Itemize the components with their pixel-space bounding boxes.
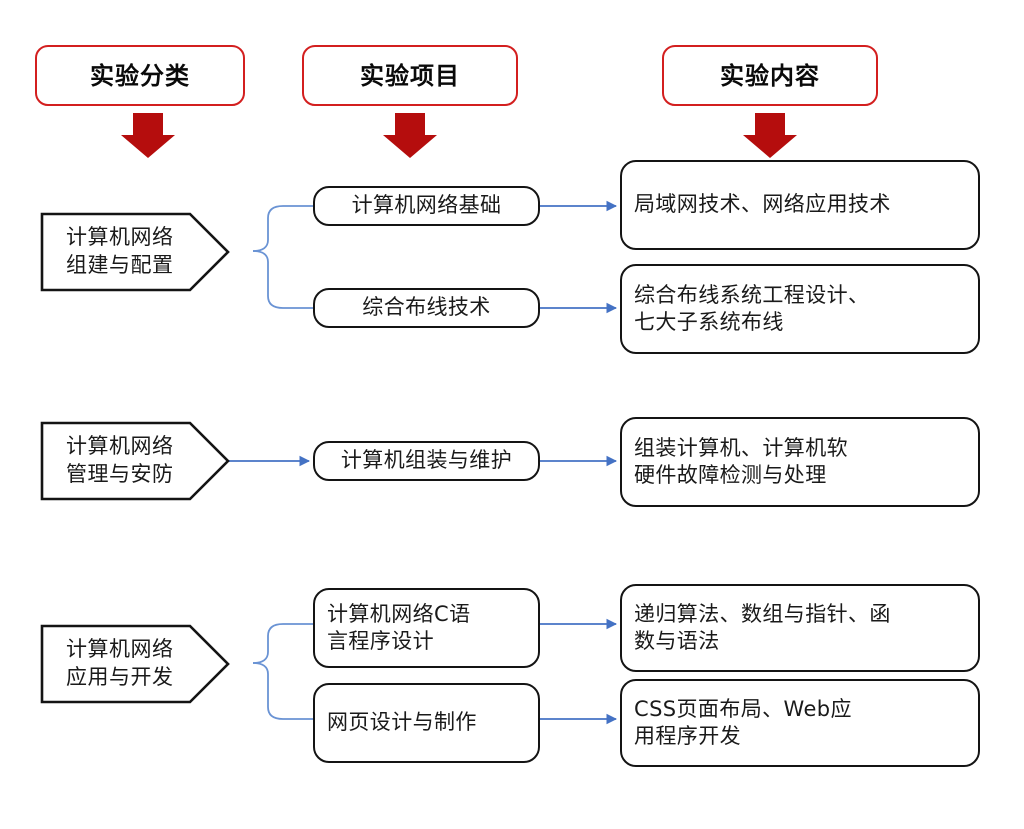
content-label-css-web: CSS页面布局、Web应 用程序开发 (634, 696, 966, 751)
content-label-lan-tech: 局域网技术、网络应用技术 (634, 192, 891, 217)
content-label-cabling-design: 综合布线系统工程设计、 七大子系统布线 (634, 282, 966, 337)
category-shape-network-manage[interactable]: 计算机网络 管理与安防 (40, 421, 230, 501)
header-box-classification[interactable]: 实验分类 (35, 45, 245, 106)
content-label-algorithms: 递归算法、数组与指针、函 数与语法 (634, 601, 966, 656)
project-box-network-basics[interactable]: 计算机网络基础 (313, 186, 540, 226)
down-arrow-icon-content (743, 113, 797, 158)
category-line-1: 计算机网络 (66, 434, 174, 459)
content-line-2: 硬件故障检测与处理 (634, 463, 827, 487)
project-label-network-basics: 计算机网络基础 (351, 193, 502, 218)
category-line-2: 管理与安防 (66, 462, 174, 486)
project-line-2: 言程序设计 (327, 629, 434, 653)
content-box-algorithms[interactable]: 递归算法、数组与指针、函 数与语法 (620, 584, 980, 672)
header-label-content: 实验内容 (720, 61, 820, 90)
project-label-web-design: 网页设计与制作 (327, 710, 477, 735)
content-box-css-web[interactable]: CSS页面布局、Web应 用程序开发 (620, 679, 980, 767)
content-line-2: 数与语法 (634, 629, 720, 653)
category-line-1: 计算机网络 (66, 637, 174, 662)
content-box-pc-assembly[interactable]: 组装计算机、计算机软 硬件故障检测与处理 (620, 417, 980, 507)
curly-brace-connector-icon-row3 (252, 623, 313, 720)
content-box-lan-tech[interactable]: 局域网技术、网络应用技术 (620, 160, 980, 250)
down-arrow-icon-classification (121, 113, 175, 158)
category-shape-network-build[interactable]: 计算机网络 组建与配置 (40, 212, 230, 292)
content-line-1: 组装计算机、计算机软 (634, 435, 848, 460)
content-line-1: 递归算法、数组与指针、函 (634, 601, 891, 626)
project-label-cabling: 综合布线技术 (362, 295, 491, 320)
project-box-pc-assembly[interactable]: 计算机组装与维护 (313, 441, 540, 481)
project-line-1: 计算机网络C语 (327, 601, 471, 626)
category-line-2: 应用与开发 (66, 665, 174, 689)
content-line-1: 综合布线系统工程设计、 (634, 282, 870, 307)
header-label-project: 实验项目 (360, 61, 460, 90)
category-label-network-build: 计算机网络 组建与配置 (40, 212, 200, 292)
header-box-content[interactable]: 实验内容 (662, 45, 878, 106)
project-label-pc-assembly: 计算机组装与维护 (340, 448, 513, 473)
header-label-classification: 实验分类 (90, 61, 190, 90)
down-arrow-icon-project (383, 113, 437, 158)
content-line-2: 用程序开发 (634, 724, 741, 748)
project-box-web-design[interactable]: 网页设计与制作 (313, 683, 540, 763)
content-box-cabling-design[interactable]: 综合布线系统工程设计、 七大子系统布线 (620, 264, 980, 354)
project-box-c-language[interactable]: 计算机网络C语 言程序设计 (313, 588, 540, 668)
header-box-project[interactable]: 实验项目 (302, 45, 518, 106)
project-label-c-language: 计算机网络C语 言程序设计 (327, 601, 526, 656)
content-label-pc-assembly: 组装计算机、计算机软 硬件故障检测与处理 (634, 435, 966, 490)
project-box-cabling[interactable]: 综合布线技术 (313, 288, 540, 328)
category-shape-network-app[interactable]: 计算机网络 应用与开发 (40, 624, 230, 704)
category-line-1: 计算机网络 (66, 225, 174, 250)
content-line-1: CSS页面布局、Web应 (634, 696, 852, 721)
category-label-network-manage: 计算机网络 管理与安防 (40, 421, 200, 501)
content-line-2: 七大子系统布线 (634, 310, 784, 334)
category-label-network-app: 计算机网络 应用与开发 (40, 624, 200, 704)
curly-brace-connector-icon-row1 (252, 205, 313, 309)
category-line-2: 组建与配置 (66, 253, 174, 277)
